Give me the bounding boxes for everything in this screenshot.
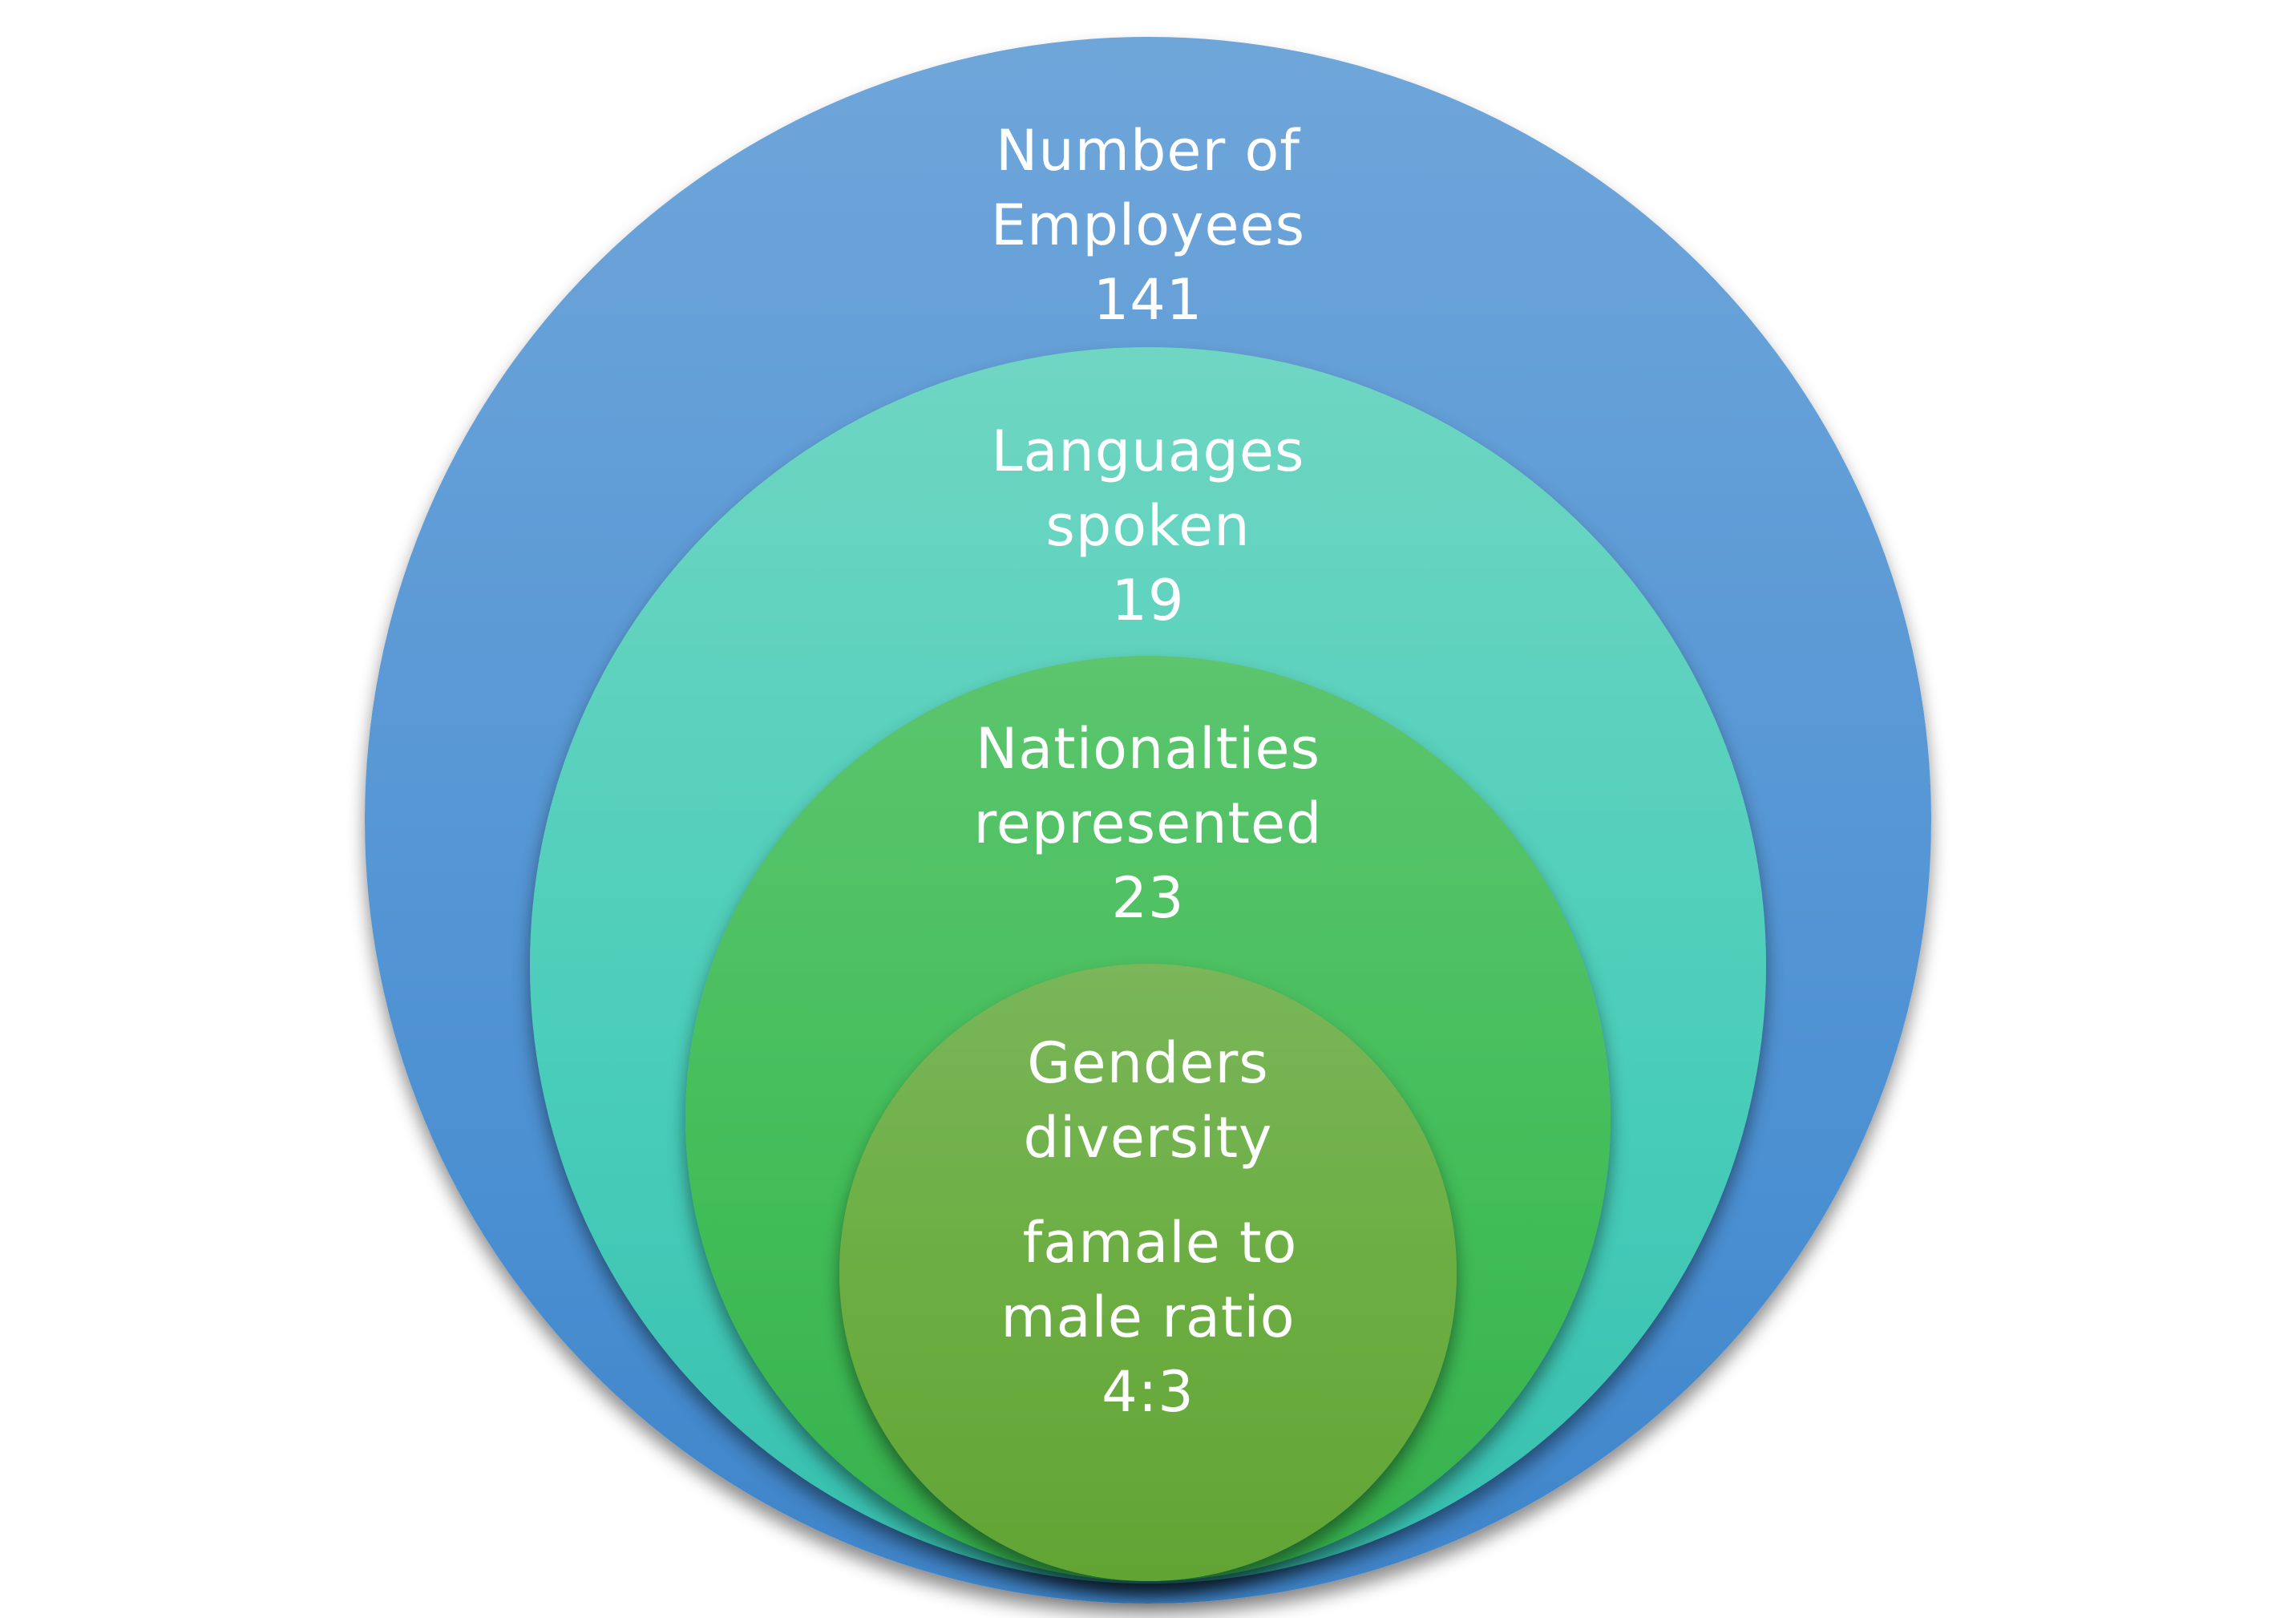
nationalities-title-2: represented (973, 791, 1323, 856)
languages-title-2: spoken (1045, 493, 1251, 559)
employees-value: 141 (1093, 267, 1203, 333)
employees-title-1: Number of (996, 118, 1300, 184)
gender-subtitle-2: male ratio (1000, 1284, 1296, 1350)
employees-title-2: Employees (990, 192, 1306, 258)
languages-value: 19 (1111, 568, 1185, 633)
nationalities-label: Nationalties represented 23 (747, 712, 1549, 936)
gender-label: Genders diversity famale to male ratio 4… (747, 1026, 1549, 1430)
gender-title-2: diversity (1023, 1105, 1273, 1171)
gender-title-1: Genders (1027, 1030, 1269, 1096)
nationalities-value: 23 (1111, 865, 1185, 931)
languages-label: Languages spoken 19 (747, 415, 1549, 638)
nationalities-title-1: Nationalties (975, 716, 1321, 782)
gender-subtitle-1: famale to (1022, 1210, 1298, 1276)
circle-gender (839, 964, 1457, 1581)
languages-title-1: Languages (991, 419, 1305, 484)
gender-value: 4:3 (1102, 1359, 1194, 1425)
employees-label: Number of Employees 141 (747, 114, 1549, 338)
